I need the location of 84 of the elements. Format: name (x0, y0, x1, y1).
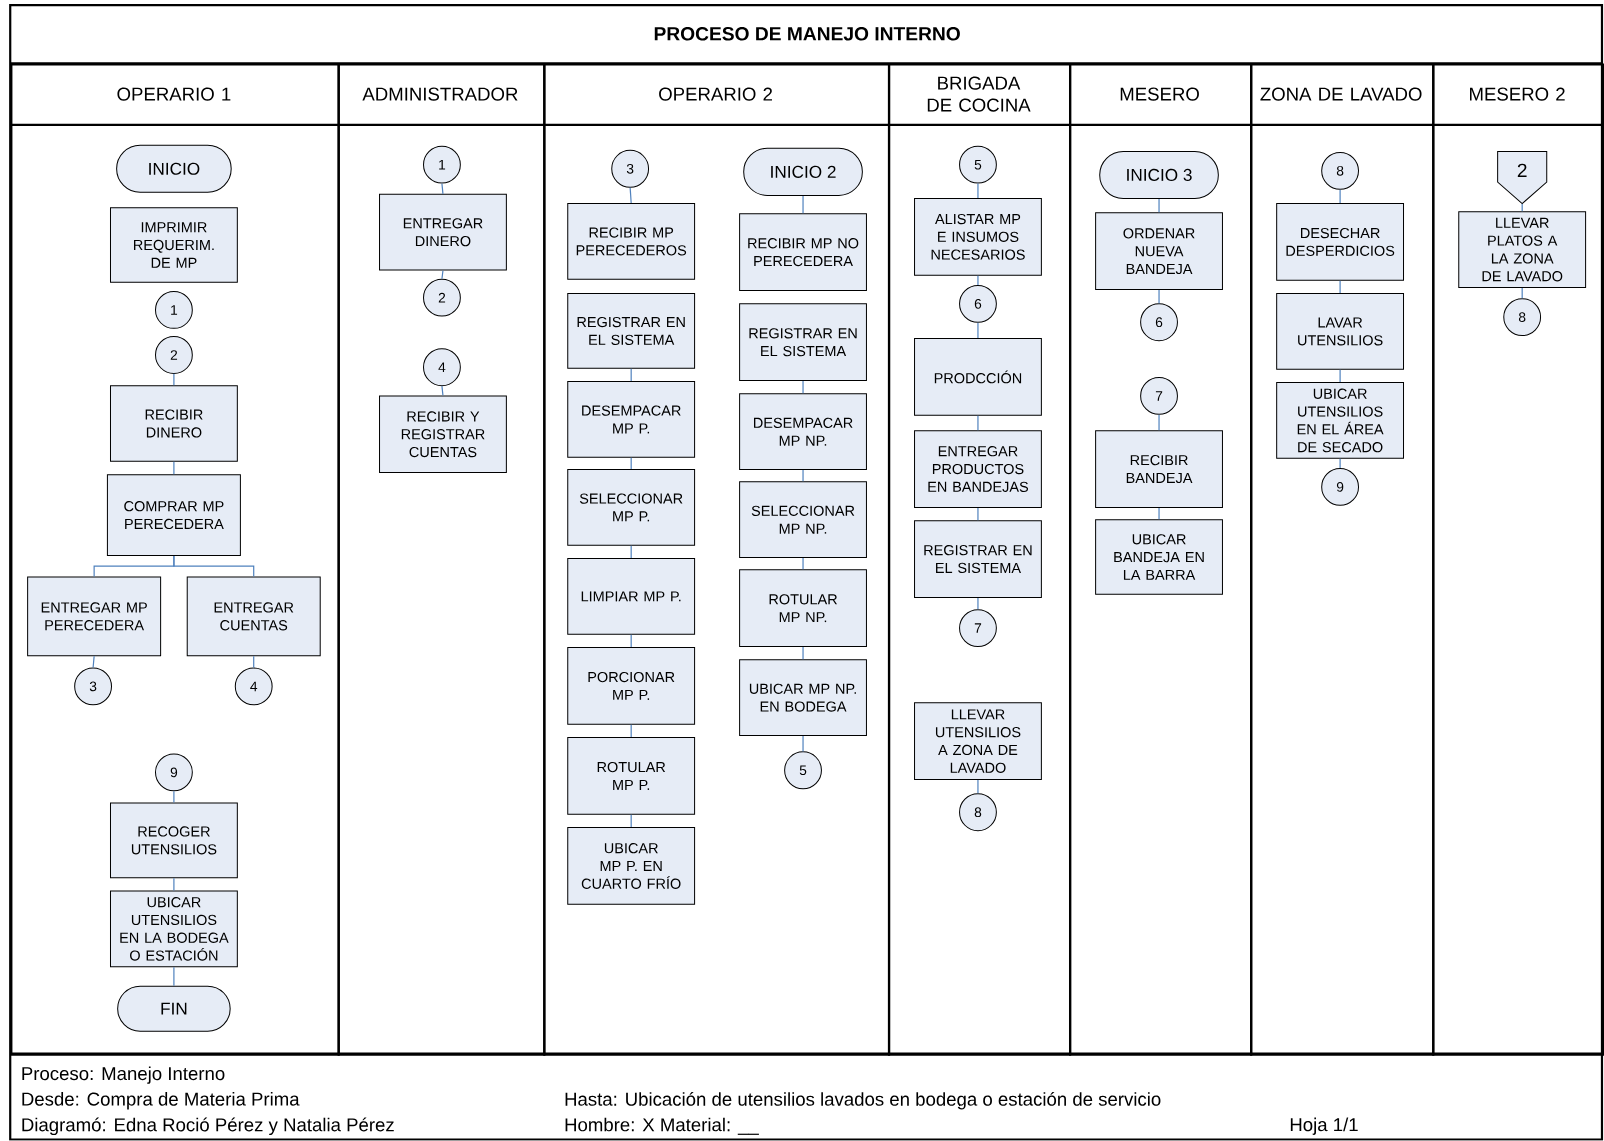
connector-line (977, 415, 979, 431)
process-box: UBICAR UTENSILIOS EN LA BODEGA O ESTACIÓN (110, 890, 238, 968)
process-box: RECIBIR MP NO PERECEDERA (739, 213, 867, 292)
process-box: UBICAR MP NP. EN BODEGA (739, 659, 867, 737)
footer-text: Hoja 1/1 (1290, 1117, 1358, 1136)
connector-line (802, 195, 804, 215)
off-page-connector: 2 (1497, 151, 1548, 205)
connector-line (173, 461, 175, 475)
process-box: UBICAR BANDEJA EN LA BARRA (1095, 519, 1223, 596)
process-box: PRODCCIÓN (914, 338, 1042, 417)
process-box: DESECHAR DESPERDICIOS (1276, 203, 1404, 281)
process-box: REGISTRAR EN EL SISTEMA (567, 293, 696, 369)
process-box: UBICAR UTENSILIOS EN EL ÁREA DE SECADO (1276, 382, 1404, 459)
process-box: SELECCIONAR MP NP. (739, 481, 867, 559)
connector-line (1521, 287, 1523, 300)
connector-line (629, 187, 632, 204)
connector-line (802, 380, 804, 395)
process-box: REGISTRAR EN EL SISTEMA (739, 303, 867, 382)
process-box: ROTULAR MP NP. (739, 569, 867, 648)
connector-line (441, 385, 444, 397)
process-box: DESEMPACAR MP P. (567, 381, 696, 458)
footer-text: Diagramó: Edna Roció Pérez y Natalia Pérez (22, 1117, 394, 1136)
process-box: RECOGER UTENSILIOS (110, 802, 238, 879)
connector-line (630, 634, 632, 648)
process-box: PORCIONAR MP P. (567, 647, 696, 725)
connector-line (1339, 369, 1341, 383)
connector-line (977, 597, 979, 610)
process-box: RECIBIR MP PERECEDEROS (567, 203, 696, 280)
connector-line (1521, 203, 1523, 213)
footer-text: Hasta: Ubicación de utensilios lavados en bodega o estación de servicio (565, 1092, 1161, 1110)
process-box: IMPRIMIR REQUERIM. DE MP (110, 207, 238, 284)
connector-line (977, 183, 979, 199)
connector-line (1158, 414, 1160, 431)
connector-line (173, 373, 175, 386)
process-box: REGISTRAR EN EL SISTEMA (914, 520, 1042, 599)
process-box: ENTREGAR DINERO (379, 194, 507, 271)
connector-line (441, 183, 444, 195)
process-box: RECIBIR BANDEJA (1095, 430, 1223, 509)
connector-line (1158, 198, 1160, 214)
connector-line (630, 724, 632, 738)
connector-line (630, 545, 632, 559)
connector-line (173, 966, 175, 987)
process-box: RECIBIR Y REGISTRAR CUENTAS (379, 395, 507, 474)
connector-line (92, 655, 95, 669)
footer-text: Proceso: Manejo Interno (22, 1066, 225, 1084)
connector-line (977, 322, 979, 339)
process-box: ENTREGAR PRODUCTOS EN BANDEJAS (914, 430, 1042, 509)
connector-line (630, 814, 632, 828)
connector-line (173, 790, 175, 804)
process-box: ROTULAR MP P. (567, 737, 696, 815)
connector-line (630, 368, 632, 382)
process-box: COMPRAR MP PERECEDERA (106, 474, 241, 557)
connector-line (802, 557, 804, 571)
connector-line (977, 275, 979, 286)
process-box: RECIBIR DINERO (110, 385, 238, 463)
connector-line (1158, 289, 1160, 305)
process-box: ENTREGAR CUENTAS (186, 576, 321, 657)
connector-line (173, 555, 255, 578)
process-box: ORDENAR NUEVA BANDEJA (1095, 212, 1223, 291)
process-box: DESEMPACAR MP NP. (739, 393, 867, 471)
connector-line (802, 735, 804, 753)
connector-line (977, 779, 979, 795)
process-box: SELECCIONAR MP P. (567, 469, 696, 546)
process-box: ENTREGAR MP PERECEDERA (27, 576, 162, 657)
connector-line (802, 469, 804, 483)
process-box: LLEVAR UTENSILIOS A ZONA DE LAVADO (914, 702, 1042, 781)
process-box: LAVAR UTENSILIOS (1276, 293, 1404, 370)
title: PROCESO DE MANEJO INTERNO (654, 27, 960, 41)
connector-line (1339, 280, 1341, 294)
connector-line (802, 646, 804, 661)
connector-line (1339, 458, 1341, 469)
process-box: ALISTAR MP E INSUMOS NECESARIOS (914, 198, 1042, 276)
connector-line (1339, 189, 1341, 204)
footer-text: Desde: Compra de Materia Prima (22, 1092, 300, 1110)
process-box: UBICAR MP P. EN CUARTO FRÍO (567, 827, 696, 905)
connector-line (441, 270, 444, 280)
process-box: LIMPIAR MP P. (567, 558, 696, 635)
connector-line (253, 655, 255, 669)
connector-line (630, 457, 632, 470)
connector-line (1158, 507, 1160, 520)
connector-line (977, 507, 979, 521)
process-box: LLEVAR PLATOS A LA ZONA DE LAVADO (1458, 211, 1587, 289)
footer-text: Hombre: X Material: __ (565, 1117, 759, 1136)
connector-line (173, 877, 175, 892)
